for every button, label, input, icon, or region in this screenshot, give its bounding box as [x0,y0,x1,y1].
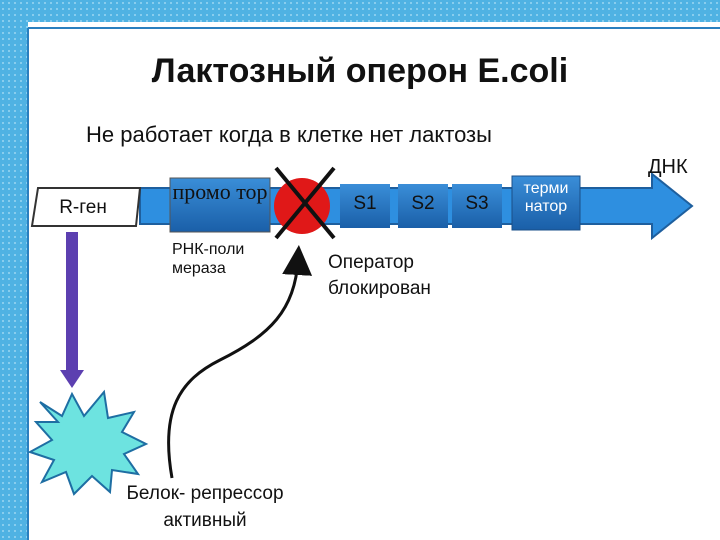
r-gene-label: R-ген [59,197,107,218]
operator-status-label: Оператор блокирован [328,252,431,299]
s2-label: S2 [411,193,435,214]
promoter-label: промо тор [172,179,268,204]
r-gene-box [30,187,142,227]
s1-box [340,184,390,228]
operator-blocked [274,166,336,240]
repressor-protein [27,389,149,496]
s2-box [398,184,448,228]
expression-arrow [60,232,84,388]
promoter-box [169,177,271,233]
s3-label: S3 [465,193,489,214]
binding-arrow [167,245,313,479]
s1-label: S1 [353,193,377,214]
terminator-box [511,175,581,231]
rna-polymerase-label: РНК-поли мераза [172,241,245,277]
repressor-label: Белок- репрессор активный [126,483,284,531]
dna-label: ДНК [648,156,688,178]
page-title: Лактозный оперон E.coli [151,52,569,90]
terminator-label: терми натор [523,180,569,215]
s3-box [452,184,502,228]
subtitle: Не работает когда в клетке нет лактозы [86,122,492,147]
